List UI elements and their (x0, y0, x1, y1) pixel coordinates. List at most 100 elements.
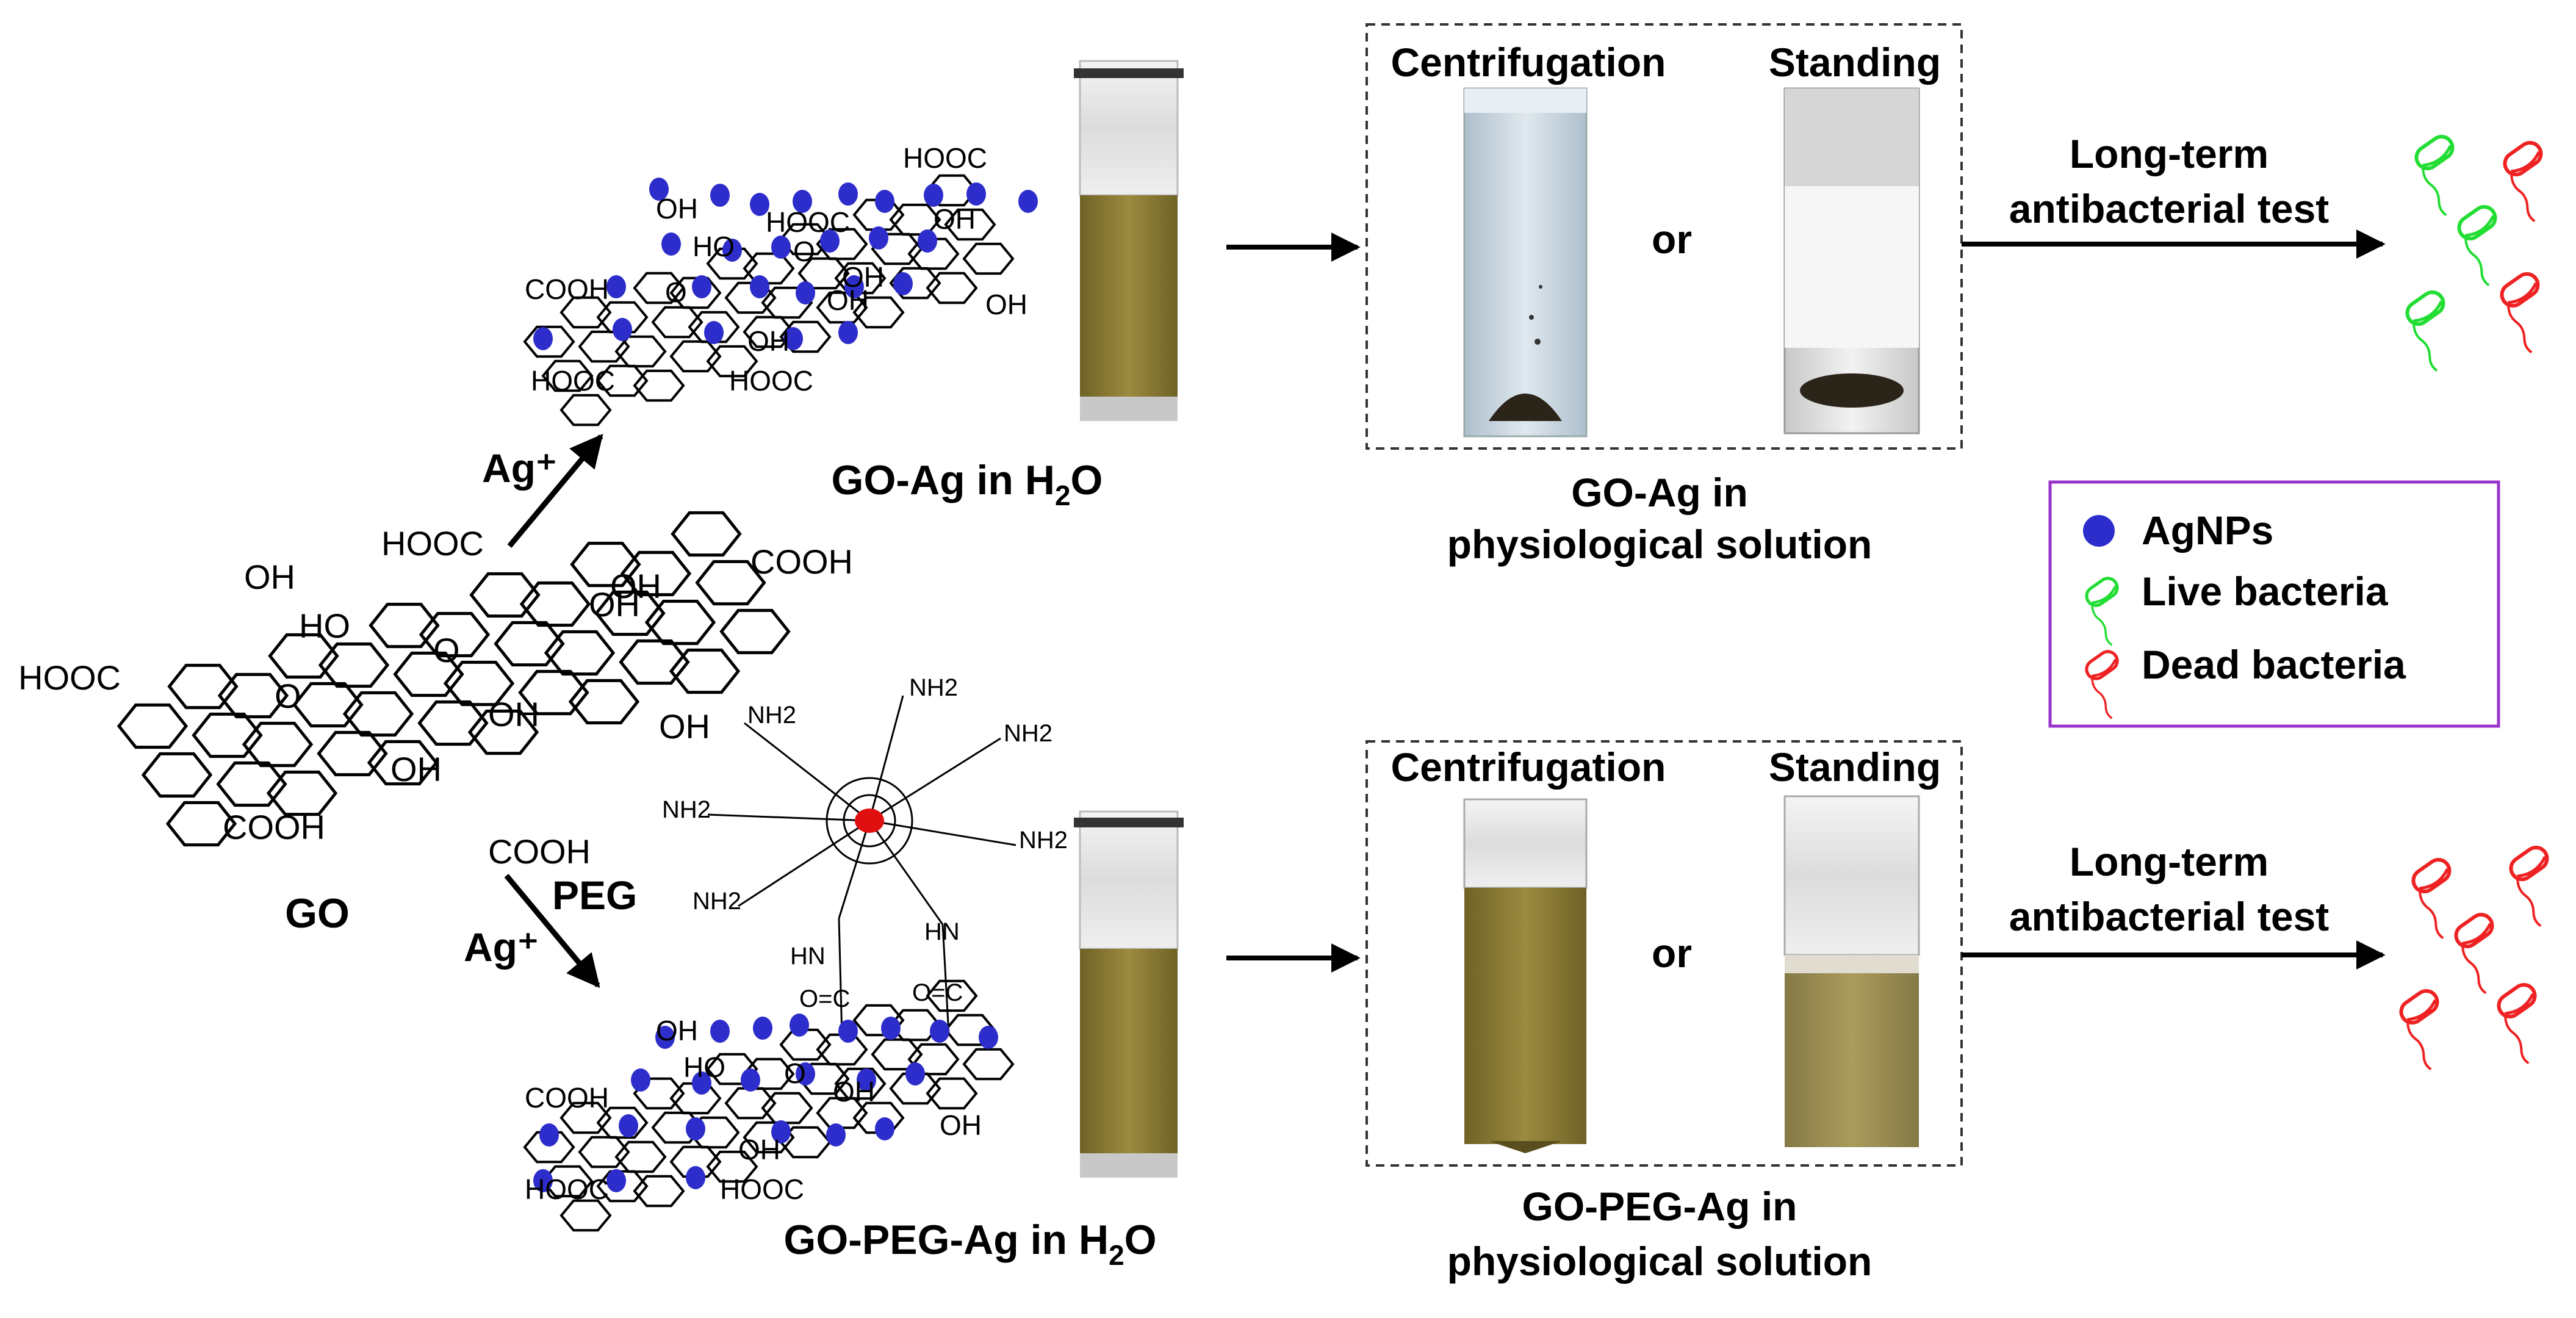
agnp-dot (692, 275, 711, 298)
amine-label: NH2 (1019, 827, 1068, 854)
go-ag-ring (559, 296, 612, 329)
go-peg-ag-group-label: HO (683, 1051, 725, 1083)
go-group-label: O (275, 677, 301, 715)
agnp-dot (869, 226, 888, 250)
lower-caption-line1: GO-PEG-Ag in (1522, 1184, 1797, 1229)
live-bacterium-icon (2085, 577, 2119, 646)
amine-label: NH2 (1004, 720, 1052, 747)
peg-star: NH2 NH2 NH2 NH2 NH2 NH2 HN HN O=C O=C (662, 674, 1068, 1038)
go-peg-ag-ring (614, 1140, 667, 1173)
go-ring (417, 700, 489, 746)
agnp-dot (838, 182, 858, 206)
go-ag-ring (926, 272, 978, 304)
go-peg-ag-ring (706, 1150, 758, 1183)
go-ring (644, 599, 716, 646)
agnp-dot (838, 321, 858, 344)
agnp-dot (704, 321, 724, 344)
go-group-label: OH (488, 695, 539, 733)
agnp-dot (796, 1062, 815, 1086)
go-peg-ag-ring (633, 1077, 685, 1110)
go-peg-ag-ring (907, 1043, 960, 1076)
or-label: or (1652, 931, 1692, 976)
bacteria-lower (2399, 845, 2549, 1071)
go-ag-group-label: OH (842, 261, 884, 293)
go-ag-ring (743, 315, 795, 348)
go-ag-group-label: HOOC (766, 206, 850, 238)
go-ag-ring (944, 208, 996, 241)
go-ring (393, 651, 464, 697)
go-ring (342, 691, 414, 737)
agnp-dot (631, 1068, 650, 1092)
agnp-dot (893, 272, 913, 295)
go-ring (117, 703, 189, 749)
agnp-dot (930, 1020, 949, 1043)
go-ag-ring (816, 228, 868, 261)
vial-upper-centrifugation (1463, 87, 1588, 438)
go-peg-ag-group-label: OH (738, 1134, 780, 1165)
dead-bacterium-icon (2411, 857, 2452, 940)
go-ring (594, 590, 666, 636)
go-ag-ring (633, 369, 685, 402)
agnp-dot (722, 239, 742, 262)
go-ring (318, 642, 390, 688)
agnp-dot (826, 1123, 846, 1147)
go-ag-group-label: OH (934, 203, 976, 235)
go-ring (217, 672, 289, 719)
go-ag-ring (962, 242, 1015, 275)
go-ag-ring (871, 232, 923, 265)
vial-lower-standing (1783, 795, 1920, 1147)
arrow-up-icon (507, 433, 603, 548)
go-sheet: HOOC COOH OH OH HO OH HOOC O O OH OH OH … (18, 511, 853, 937)
agnp-dot (606, 1169, 626, 1192)
agnp-dot (793, 190, 812, 213)
go-ring (544, 630, 616, 676)
go-group-label: OH (390, 750, 442, 788)
go-peg-ag-ring (926, 979, 978, 1012)
go-ring (167, 663, 239, 710)
go-group-label: O (433, 631, 460, 669)
go-peg-ag-group-label: COOH (525, 1082, 609, 1114)
go-peg-ag-ring (889, 1072, 941, 1105)
go-ring (141, 752, 213, 798)
go-ag-group-label: HOOC (531, 365, 615, 397)
go-ag-group-label: HO (693, 231, 735, 262)
go-ring (671, 511, 742, 557)
agnp-dot (710, 1020, 730, 1043)
agnp-dot (796, 281, 815, 304)
dead-bacterium-icon (2500, 272, 2540, 354)
agnp-dot (661, 232, 681, 256)
upper-test-box: Centrifugation Standing or GO-Ag in phys… (1365, 23, 1963, 567)
agnp-dot (857, 1068, 876, 1092)
go-ring (266, 770, 338, 816)
agnp-dot-icon (2083, 515, 2115, 547)
go-ag-ring (797, 257, 850, 290)
amine-label: NH2 (747, 702, 796, 729)
go-ring (367, 740, 439, 786)
legend-live: Live bacteria (2142, 569, 2389, 614)
agnp-dot (741, 1068, 760, 1092)
agnp-dot (783, 327, 803, 350)
go-ring (469, 572, 541, 618)
go-peg-ag-group-label: OH (940, 1109, 982, 1141)
go-ring (292, 682, 364, 728)
go-peg-ag-ring (523, 1131, 575, 1164)
agnp-dot (753, 1017, 772, 1040)
go-ag-ring (559, 394, 612, 427)
centrifugation-header: Centrifugation (1391, 744, 1666, 790)
go-ring (518, 669, 589, 716)
go-group-label: HOOC (381, 524, 484, 563)
arrow-down-icon (504, 874, 600, 988)
agnp-dot (613, 318, 632, 341)
standing-header: Standing (1769, 744, 1941, 790)
go-ag-ring (523, 325, 575, 358)
agnp-dot (820, 229, 840, 253)
agnp-dot (844, 275, 864, 298)
go-ring (620, 550, 692, 597)
go-ag-ring (779, 320, 832, 353)
agnp-dot (750, 193, 769, 216)
agnp-dot (1018, 190, 1038, 213)
go-ring (669, 648, 741, 694)
go-group-label: COOH (750, 542, 853, 581)
go-group-label: HOOC (18, 658, 121, 697)
go-ag-group-label: O (665, 276, 687, 308)
